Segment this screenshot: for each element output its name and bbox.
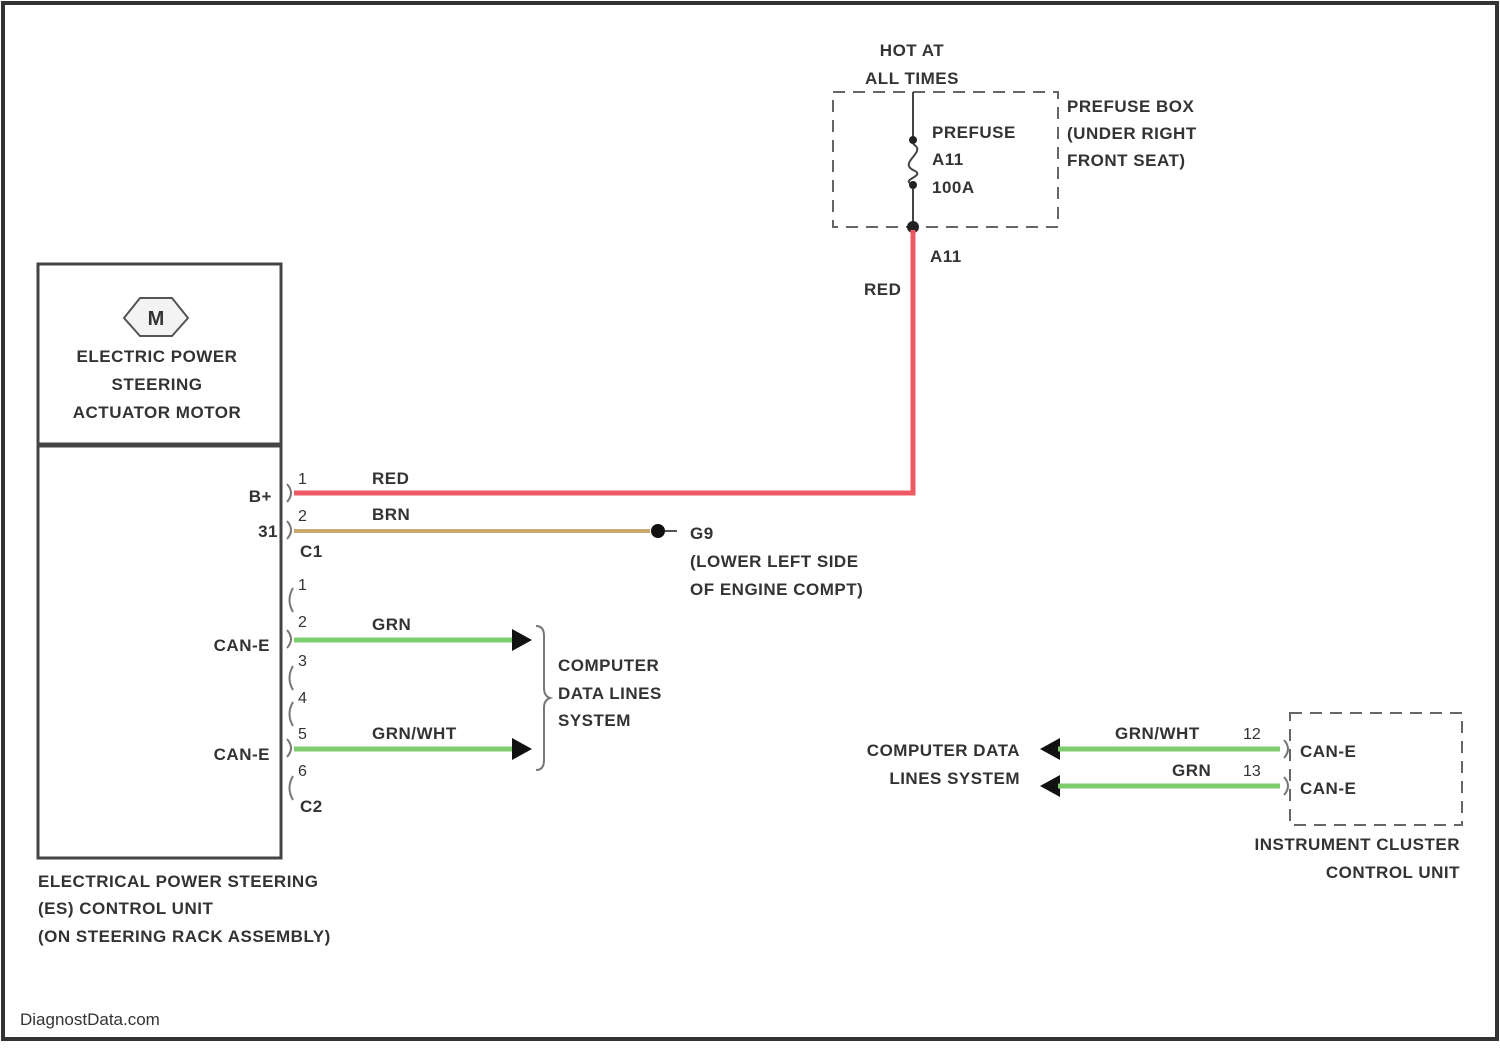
can-l-arrow-icon [512, 738, 532, 760]
c2-pin-4-symbol [290, 702, 294, 726]
c1-pin-2: 2 [298, 508, 307, 525]
ground-id: G9 [690, 524, 714, 543]
red-power-wire [294, 230, 913, 493]
wire-brn-label: BRN [372, 505, 410, 524]
ground-location-2: OF ENGINE COMPT) [690, 580, 863, 599]
ground-location-1: (LOWER LEFT SIDE [690, 552, 859, 571]
fuse-terminal-top [909, 136, 917, 144]
cluster-can-l-arrow-icon [1040, 775, 1060, 797]
wire-grn-label: GRN [372, 615, 411, 634]
hot-at-line-2: ALL TIMES [865, 69, 959, 88]
data-lines-right-1: COMPUTER DATA [867, 741, 1020, 760]
eps-unit-label-1: ELECTRICAL POWER STEERING [38, 872, 318, 891]
cluster-label-1: INSTRUMENT CLUSTER [1255, 835, 1460, 854]
ground-terminal-dot [651, 524, 665, 538]
cluster-pin-13: 13 [1243, 763, 1261, 780]
prefuse-wire-color: RED [864, 280, 901, 299]
c2-pin-5-symbol [287, 739, 291, 757]
c2-pin-1: 1 [298, 577, 307, 594]
c1-pin-2-symbol [287, 521, 291, 539]
cluster-wire-1-label: GRN/WHT [1115, 724, 1200, 743]
eps-b-plus-label: B+ [249, 487, 272, 506]
motor-label-2: STEERING [112, 375, 203, 394]
c1-pin-1-symbol [287, 484, 291, 502]
prefuse-rating: 100A [932, 178, 975, 197]
motor-label-1: ELECTRIC POWER [77, 347, 238, 366]
fuse-terminal-bottom [909, 181, 917, 189]
hot-at-line-1: HOT AT [880, 41, 944, 60]
eps-gnd-label: 31 [258, 522, 278, 541]
can-h-arrow-icon [512, 629, 532, 651]
c2-pin-4: 4 [298, 690, 307, 707]
data-lines-right-2: LINES SYSTEM [889, 769, 1020, 788]
prefuse-box-label-3: FRONT SEAT) [1067, 151, 1186, 170]
connector-c2-label: C2 [300, 797, 323, 816]
motor-symbol: M [148, 308, 165, 330]
eps-unit-label-2: (ES) CONTROL UNIT [38, 899, 213, 918]
data-lines-brace [536, 626, 550, 770]
wire-red-label: RED [372, 469, 409, 488]
data-lines-left-2: DATA LINES [558, 684, 662, 703]
c1-pin-1: 1 [298, 471, 307, 488]
cluster-wire-2-label: GRN [1172, 761, 1211, 780]
eps-unit-label-3: (ON STEERING RACK ASSEMBLY) [38, 927, 331, 946]
instrument-cluster-box [1290, 713, 1462, 825]
c2-pin-2-symbol [287, 630, 291, 648]
motor-label-3: ACTUATOR MOTOR [73, 403, 242, 422]
data-lines-left-3: SYSTEM [558, 711, 631, 730]
cluster-can-l-label: CAN-E [1300, 779, 1356, 798]
c2-pin-6-symbol [290, 776, 294, 800]
cluster-pin-12: 12 [1243, 726, 1261, 743]
wire-grn-wht-label: GRN/WHT [372, 724, 457, 743]
cluster-pin-12-symbol [1284, 740, 1288, 758]
cluster-pin-13-symbol [1284, 777, 1288, 795]
eps-can-l-label: CAN-E [214, 745, 270, 764]
prefuse-box-label-2: (UNDER RIGHT [1067, 124, 1197, 143]
prefuse-box-label-1: PREFUSE BOX [1067, 97, 1195, 116]
c2-pin-3: 3 [298, 653, 307, 670]
prefuse-id: A11 [932, 150, 964, 169]
fuse-element [909, 144, 918, 184]
connector-c1-label: C1 [300, 542, 323, 561]
c2-pin-1-symbol [290, 588, 294, 612]
prefuse-name: PREFUSE [932, 123, 1016, 142]
c2-pin-5: 5 [298, 726, 307, 743]
cluster-can-h-label: CAN-E [1300, 742, 1356, 761]
c2-pin-3-symbol [290, 666, 294, 690]
prefuse-terminal-label: A11 [930, 247, 962, 266]
cluster-label-2: CONTROL UNIT [1326, 863, 1460, 882]
data-lines-left-1: COMPUTER [558, 656, 659, 675]
cluster-can-h-arrow-icon [1040, 738, 1060, 760]
c2-pin-2: 2 [298, 614, 307, 631]
footer-brand: DiagnostData.com [20, 1010, 160, 1029]
eps-can-h-label: CAN-E [214, 636, 270, 655]
c2-pin-6: 6 [298, 763, 307, 780]
